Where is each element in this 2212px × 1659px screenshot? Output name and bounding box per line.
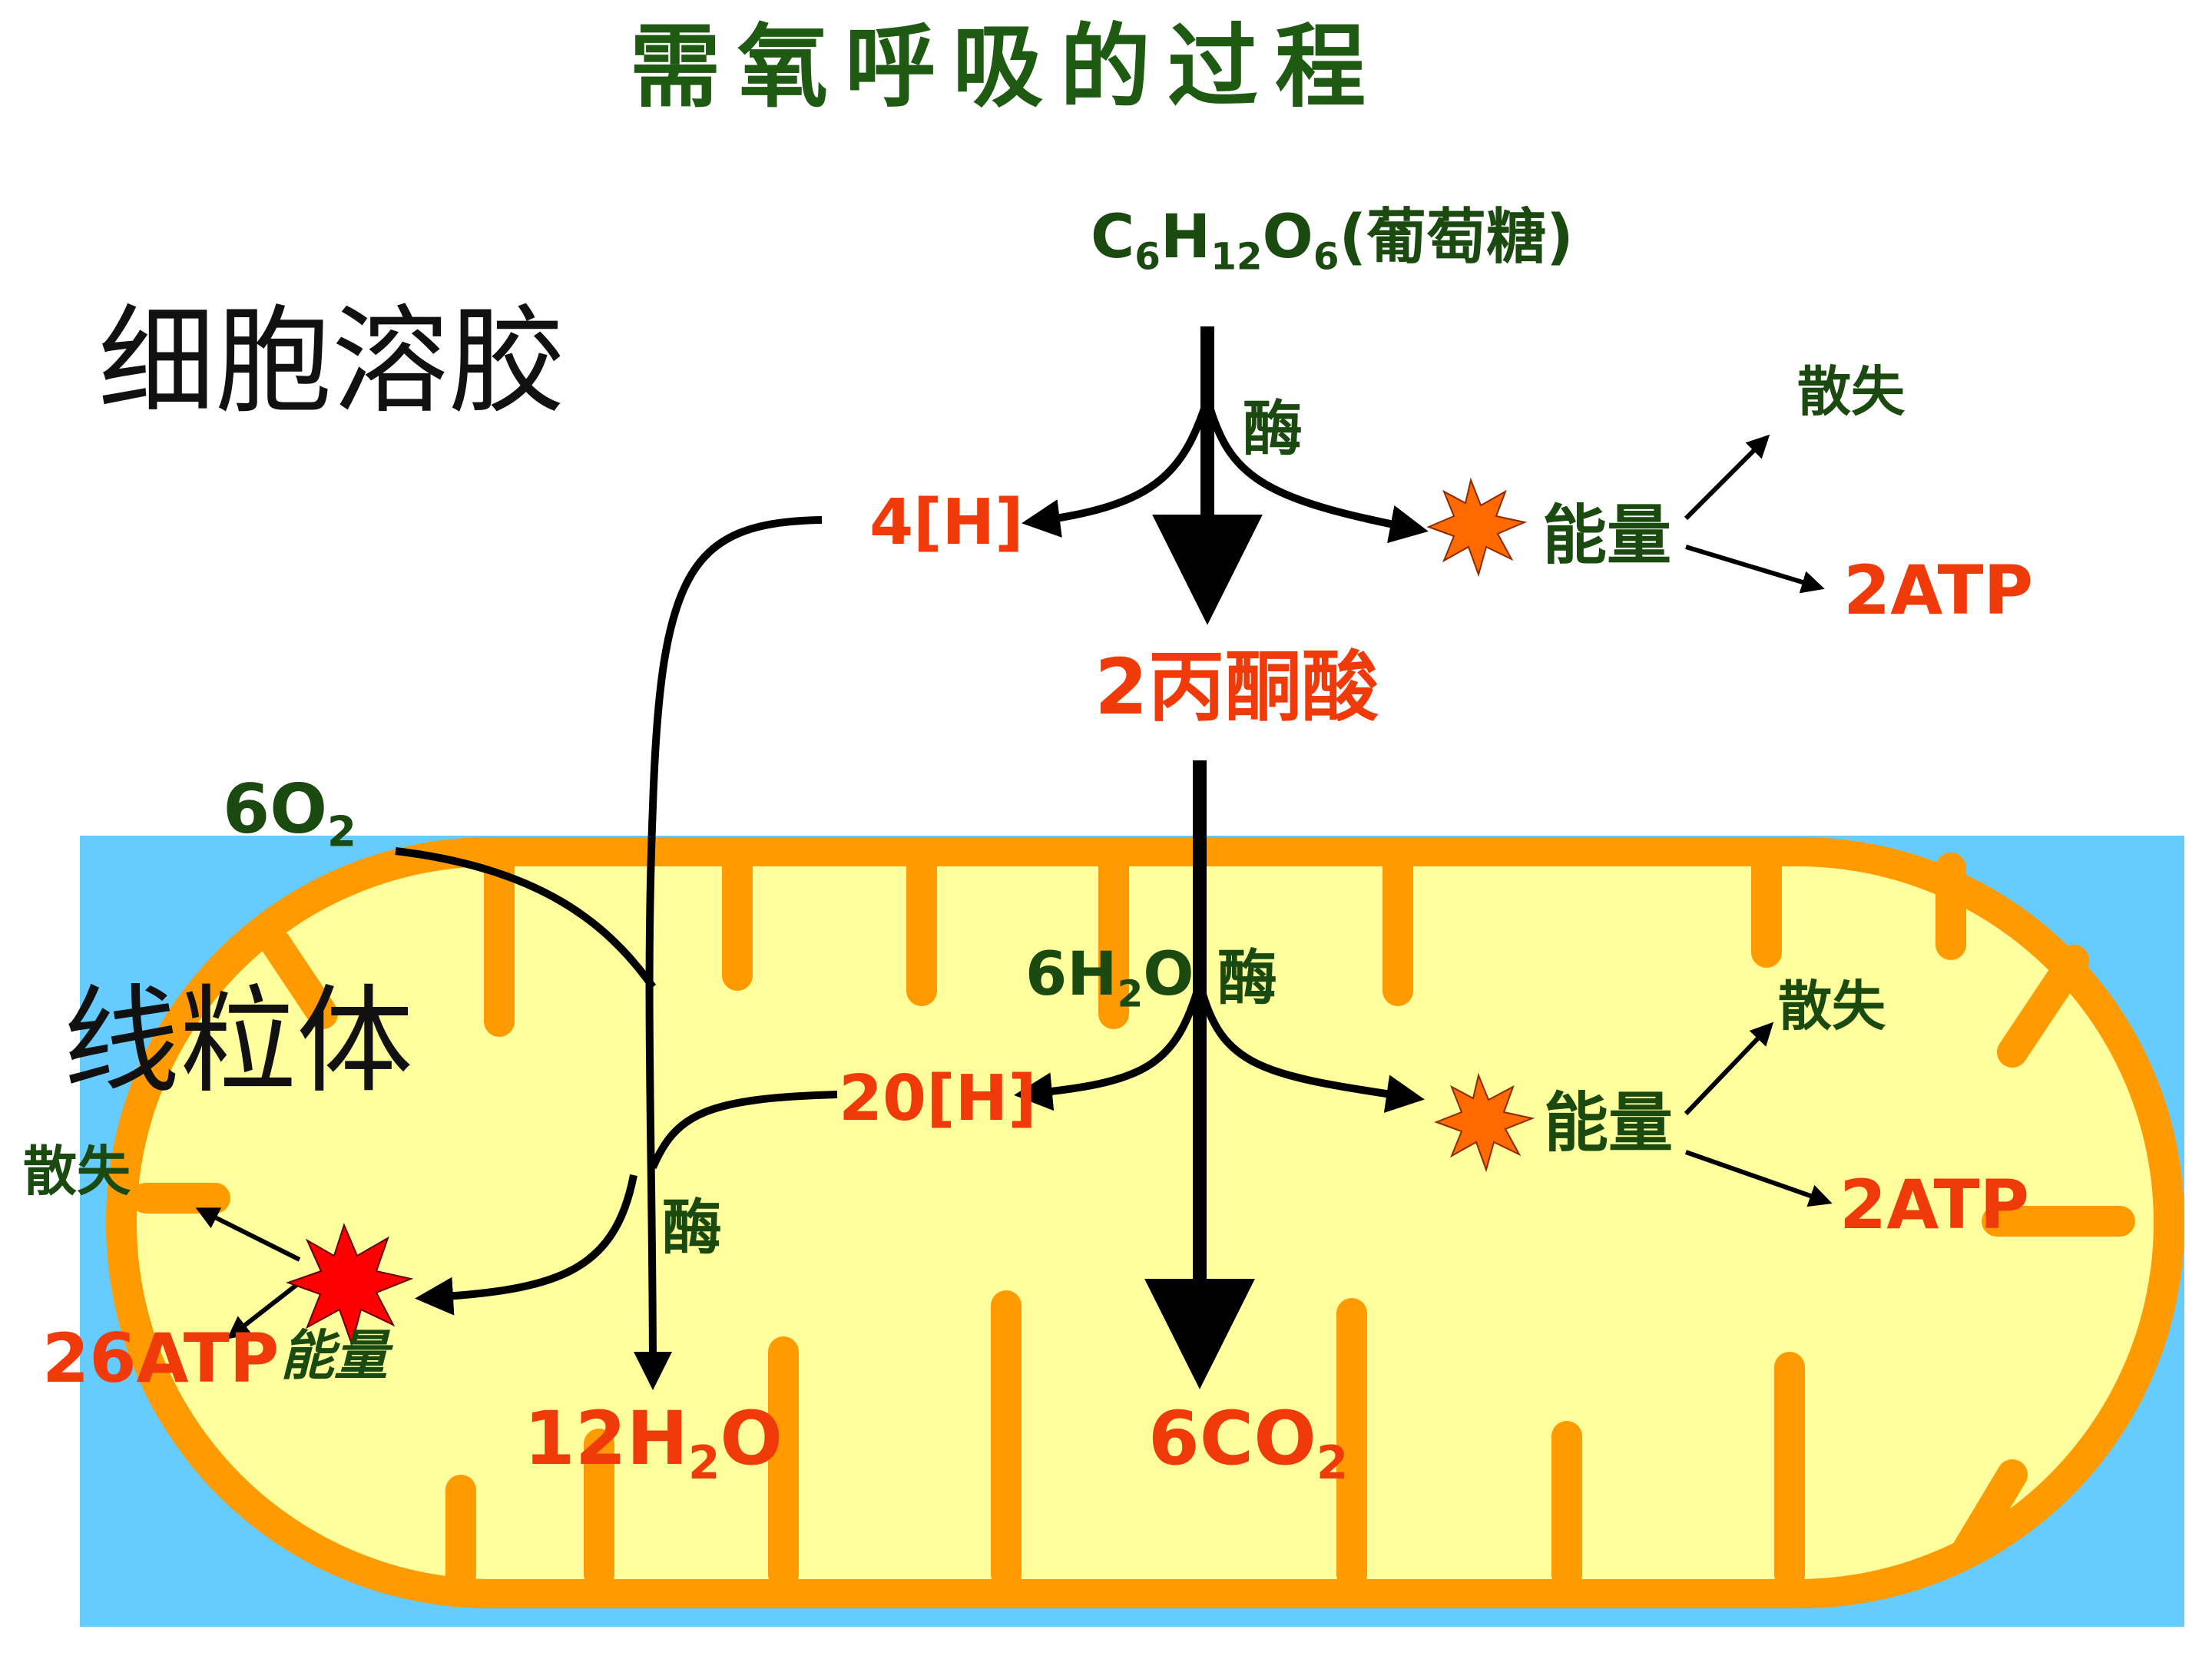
stage2-energy-label: 能量 xyxy=(1544,1085,1674,1161)
stage1-lost-label: 散失 xyxy=(1797,360,1905,423)
stage2-atp-label: 2ATP xyxy=(1839,1165,2030,1244)
stage3-enzyme-label: 酶 xyxy=(662,1194,723,1263)
stage2-lost-label: 散失 xyxy=(1778,975,1886,1038)
stage1-atp-arrow xyxy=(1685,545,1825,594)
pyruvate-label: 2丙酮酸 xyxy=(1094,642,1379,732)
stage1-lost-arrow xyxy=(1684,434,1770,521)
stage3-energy-label: 能量 xyxy=(280,1324,388,1387)
stage3-atp-arrow xyxy=(227,1280,301,1339)
stage1-hydrogen-arrow xyxy=(1022,398,1211,538)
page-title: 需氧呼吸的过程 xyxy=(630,13,1383,120)
stage2-water-input-label: 6H2O xyxy=(1025,940,1194,1016)
hydrogen-to-water-arrow xyxy=(633,516,823,1390)
stage3-energy-burst xyxy=(285,1223,414,1347)
region-label-cytosol: 细胞溶胶 xyxy=(98,293,565,429)
stage2-lost-arrow xyxy=(1684,1022,1774,1116)
stage1-energy-burst xyxy=(1426,477,1528,578)
stage2-hydrogen-label: 20[H] xyxy=(839,1062,1037,1135)
stage3-atp-label: 26ATP xyxy=(42,1319,280,1398)
stage3-lost-arrow xyxy=(195,1207,301,1262)
oxygen-label: 6O2 xyxy=(223,770,357,856)
stage2-enzyme-label: 酶 xyxy=(1217,944,1278,1013)
stage1-enzyme-label: 酶 xyxy=(1243,395,1303,464)
stage2-atp-arrow xyxy=(1685,1150,1833,1207)
stage1-energy-arrow xyxy=(1204,398,1429,544)
glucose-name: (葡萄糖) xyxy=(1339,203,1574,272)
stage1-energy-label: 能量 xyxy=(1542,498,1672,573)
flow-arrows xyxy=(195,326,1833,1390)
oxygen-path xyxy=(395,847,657,989)
stage2-hydrogen-join-path xyxy=(649,1091,838,1169)
region-label-mitochondrion: 线粒体 xyxy=(63,973,413,1109)
co2-label: 6CO2 xyxy=(1148,1396,1349,1491)
mitochondrion-matrix xyxy=(137,866,2154,1579)
stage1-atp-label: 2ATP xyxy=(1843,551,2034,630)
cristae xyxy=(131,853,2135,1590)
stage2-energy-arrow xyxy=(1196,982,1425,1113)
stage2-energy-burst xyxy=(1434,1072,1535,1173)
stage1-hydrogen-label: 4[H] xyxy=(869,486,1024,559)
stage3-energy-arrow xyxy=(415,1174,637,1316)
glucose-formula: C6H12O6(葡萄糖) xyxy=(1091,203,1574,279)
water-output-label: 12H2O xyxy=(524,1396,783,1491)
stage2-hydrogen-arrow xyxy=(1014,982,1204,1111)
stage3-lost-label: 散失 xyxy=(23,1140,131,1203)
